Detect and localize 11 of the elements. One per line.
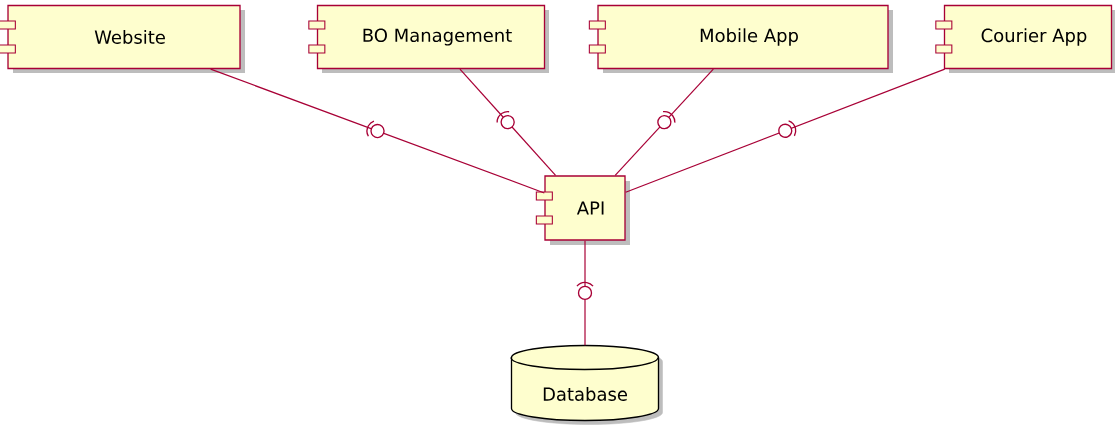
interface-connector bbox=[576, 240, 594, 346]
interface-connector bbox=[614, 68, 714, 176]
component-box: Courier App bbox=[935, 4, 1115, 73]
component-box: Mobile App bbox=[588, 4, 893, 73]
interface-connector bbox=[210, 68, 545, 194]
component-box: BO Management bbox=[308, 4, 549, 73]
interface-connector bbox=[459, 68, 557, 176]
interface-connector bbox=[625, 68, 946, 193]
component-box: API bbox=[535, 175, 630, 245]
database-cylinder: Database bbox=[510, 344, 663, 425]
component-box: Website bbox=[0, 4, 245, 73]
